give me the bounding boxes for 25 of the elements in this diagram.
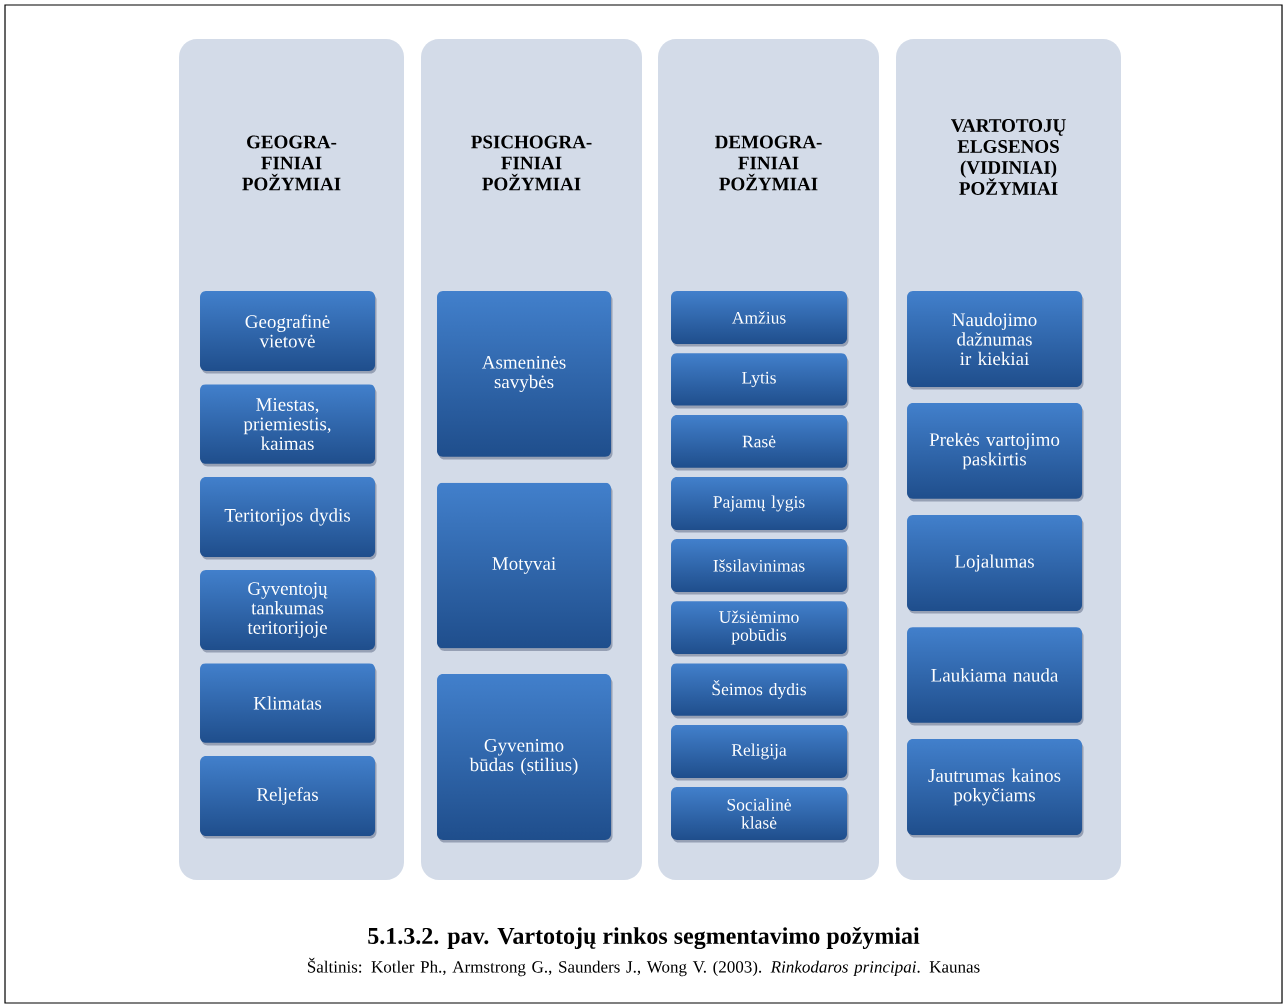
item-box: Religija [671, 725, 849, 781]
item-box: Amžius [671, 291, 849, 347]
item-box: Geografinė vietovė [200, 291, 377, 374]
item-box: Lojalumas [907, 515, 1084, 614]
item-box: Klimatas [200, 663, 377, 746]
source-note: Šaltinis: Kotler Ph., Armstrong G., Saunders J., Wong V. (2003). Rinkodaros principai. Kaunas [307, 957, 980, 977]
item-box: Pajamų lygis [671, 477, 849, 533]
item-box: Teritorijos dydis [200, 477, 377, 560]
item-box: Rasė [671, 415, 849, 471]
item-box: Išsilavinimas [671, 539, 849, 595]
item-box: Asmeninės savybės [437, 291, 613, 460]
item-box: Motyvai [437, 482, 613, 651]
item-box: Naudojimo dažnumas ir kiekiai [907, 291, 1084, 390]
item-box: Gyvenimo būdas (stilius) [437, 674, 613, 843]
item-box: Reljefas [200, 756, 377, 839]
figure-title: 5.1.3.2. pav. Vartotojų rinkos segmentavimo požymiai [368, 926, 920, 950]
item-box: Lytis [671, 353, 849, 409]
item-box: Laukiama nauda [907, 627, 1084, 726]
item-box: Gyventojų tankumas teritorijoje [200, 570, 377, 653]
item-box: Užsiėmimo pobūdis [671, 601, 849, 657]
item-box: Jautrumas kainos pokyčiams [907, 739, 1084, 838]
item-box: Miestas, priemiestis, kaimas [200, 384, 377, 467]
item-box: Socialinė klasė [671, 787, 849, 843]
item-box: Prekės vartojimo paskirtis [907, 403, 1084, 502]
item-box: Šeimos dydis [671, 663, 849, 719]
